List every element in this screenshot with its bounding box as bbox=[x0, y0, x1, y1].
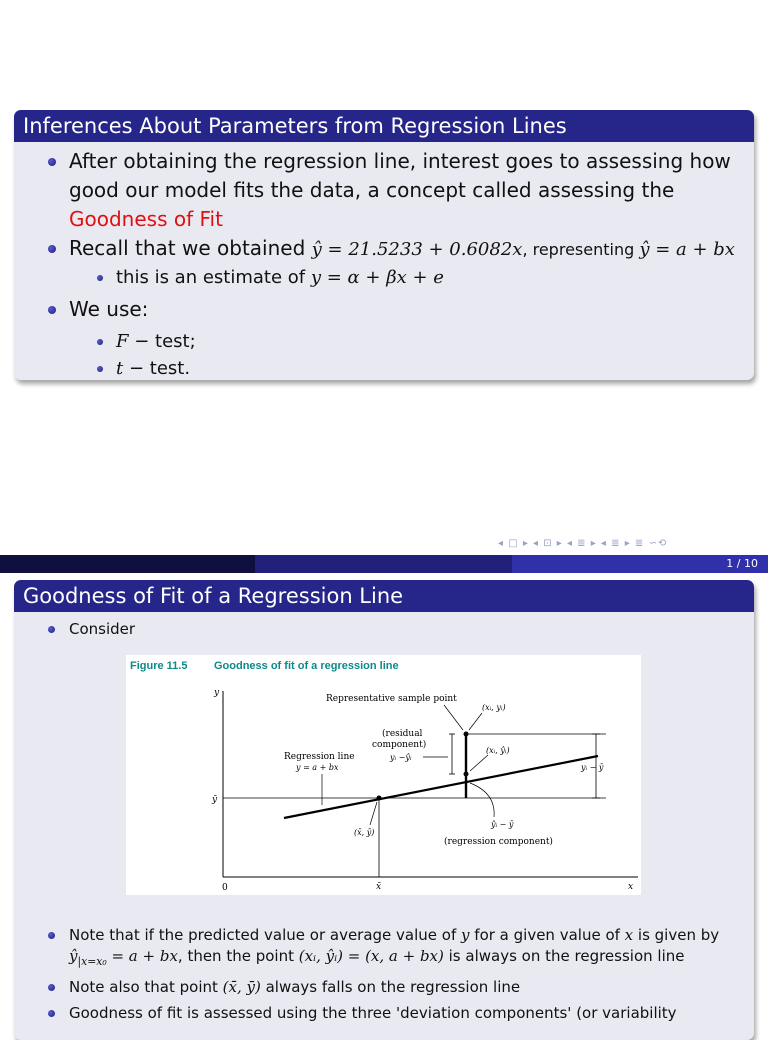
mean-point-pointer bbox=[369, 801, 378, 826]
sample-point bbox=[463, 731, 469, 737]
regression-figure: Figure 11.5 Goodness of fit of a regress… bbox=[126, 655, 641, 895]
bullet-text: always falls on the regression line bbox=[260, 978, 521, 996]
model-equation: ŷ = a + bx bbox=[639, 239, 735, 260]
mean-point-dot bbox=[376, 795, 382, 801]
slide1-sub-bullet3: t − test. bbox=[14, 355, 754, 380]
bullet-text: , then the point bbox=[177, 947, 299, 965]
point-xyhat-pointer bbox=[469, 754, 489, 772]
population-model: y = α + βx + e bbox=[310, 267, 444, 288]
slide1-bullets: After obtaining the regression line, int… bbox=[14, 142, 754, 380]
yhat-symbol: ŷ bbox=[69, 947, 78, 965]
beamer-navigation-icons[interactable]: ◂ □ ▸ ◂ ⊡ ▸ ◂ ≣ ▸ ◂ ≣ ▸ ≣ ∽⟲ bbox=[498, 538, 668, 549]
ybar-label: ȳ bbox=[211, 795, 218, 805]
bullet-text: Goodness of fit is assessed using the th… bbox=[69, 1004, 677, 1022]
regression-diagram: Figure 11.5 Goodness of fit of a regress… bbox=[130, 660, 638, 893]
line-equation: = a + bx bbox=[106, 947, 178, 965]
origin-label: 0 bbox=[222, 883, 228, 893]
bullet-text: Note that if the predicted value or aver… bbox=[69, 926, 462, 944]
xbar-label: x̄ bbox=[376, 882, 381, 892]
slide2-bullet4: Goodness of fit is assessed using the th… bbox=[14, 1003, 744, 1024]
t-symbol: t bbox=[116, 358, 124, 379]
fitted-point bbox=[463, 771, 469, 777]
goodness-of-fit-highlight: Goodness of Fit bbox=[69, 207, 223, 231]
slide2-bullet1: Consider bbox=[14, 619, 754, 640]
bullet-text: Note also that point bbox=[69, 978, 223, 996]
point-xy-label: (xᵢ, yᵢ) bbox=[482, 703, 506, 712]
bullet-text: − test; bbox=[128, 331, 196, 352]
slide1-block: Inferences About Parameters from Regress… bbox=[14, 110, 754, 380]
y-axis-label: y bbox=[213, 688, 220, 698]
footer-bar bbox=[0, 555, 768, 573]
residual-formula: yᵢ −ŷᵢ bbox=[389, 753, 412, 762]
slide1-bullet3: We use: bbox=[14, 295, 754, 324]
x-symbol: x bbox=[624, 926, 634, 944]
slide1-bullet1: After obtaining the regression line, int… bbox=[14, 147, 754, 234]
reg-eq-label: y = a + bx bbox=[295, 763, 339, 772]
rep-point-pointer bbox=[443, 704, 464, 731]
bullet-text: this is an estimate of bbox=[116, 267, 311, 288]
slide1-bullet2: Recall that we obtained ŷ = 21.5233 + 0.… bbox=[14, 234, 754, 264]
residual-label-1: (residual bbox=[382, 728, 423, 739]
slide2-bullets: Consider bbox=[14, 612, 754, 640]
slide2-bullets-lower: Note that if the predicted value or aver… bbox=[14, 925, 744, 1024]
slide1-sub-bullet1: this is an estimate of y = α + βx + e bbox=[14, 264, 754, 291]
yhat-subscript: |x=x₀ bbox=[77, 955, 107, 968]
slide2-title: Goodness of Fit of a Regression Line bbox=[14, 580, 754, 612]
regression-line bbox=[283, 754, 599, 820]
rep-point-label: Representative sample point bbox=[326, 694, 457, 704]
point-equation: (xᵢ, ŷᵢ) = (x, a + bx) bbox=[298, 947, 444, 965]
bullet-text: Consider bbox=[69, 620, 136, 638]
mean-point: (x̄, ȳ) bbox=[222, 978, 261, 996]
slide1-title: Inferences About Parameters from Regress… bbox=[14, 110, 754, 142]
point-xyhat-label: (xᵢ, ŷᵢ) bbox=[486, 746, 510, 755]
fitted-equation: ŷ = 21.5233 + 0.6082x bbox=[311, 239, 523, 260]
regression-component-pointer bbox=[469, 782, 495, 818]
point-xy-pointer bbox=[468, 712, 483, 731]
bullet-text: , representing bbox=[522, 240, 640, 259]
bullet-text: is given by bbox=[633, 926, 720, 944]
total-dev-label: yᵢ − ȳ bbox=[580, 763, 604, 772]
bullet-text: for a given value of bbox=[469, 926, 625, 944]
bullet-text: After obtaining the regression line, int… bbox=[69, 149, 731, 202]
bullet-text: We use: bbox=[69, 297, 149, 321]
regression-component-label: (regression component) bbox=[444, 836, 553, 847]
mean-point-label: (x̄, ȳ) bbox=[354, 828, 374, 837]
figure-label: Figure 11.5 bbox=[130, 660, 187, 672]
slide1-sub-bullet2: F − test; bbox=[14, 328, 754, 355]
residual-label-2: component) bbox=[372, 739, 426, 750]
regression-component-formula: ŷᵢ − ȳ bbox=[490, 820, 514, 829]
f-symbol: F bbox=[116, 331, 129, 352]
x-axis-label: x bbox=[628, 882, 633, 892]
reg-line-label: Regression line bbox=[284, 752, 355, 762]
slide2-bullet3: Note also that point (x̄, ȳ) always fall… bbox=[14, 977, 744, 998]
slide2-bullet2: Note that if the predicted value or aver… bbox=[14, 925, 744, 972]
figure-caption: Goodness of fit of a regression line bbox=[214, 660, 399, 672]
bullet-text: − test. bbox=[123, 358, 191, 379]
y-symbol: y bbox=[461, 926, 470, 944]
page-number: 1 / 10 bbox=[726, 557, 758, 570]
bullet-text: is always on the regression line bbox=[443, 947, 685, 965]
bullet-text: Recall that we obtained bbox=[69, 236, 312, 260]
